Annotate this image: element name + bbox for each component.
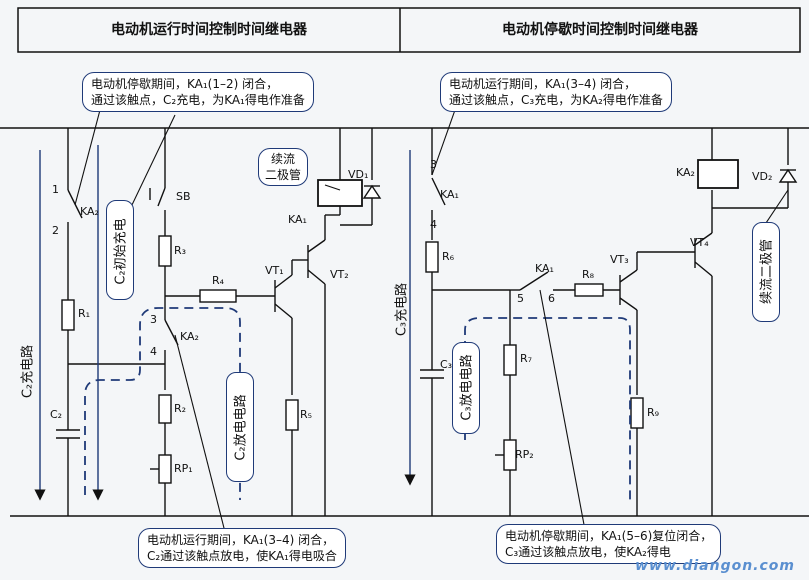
note-bottom-right-line1: 电动机停歇期间，KA₁(5–6)复位闭合，	[505, 529, 713, 543]
vt1-label: VT₁	[265, 264, 284, 277]
c3-charge-path-label: C₃充电路	[394, 282, 410, 337]
r9-resistor	[630, 397, 644, 429]
vd1-label: VD₁	[348, 168, 369, 181]
note-top-left: 电动机停歇期间，KA₁(1–2) 闭合， 通过该触点，C₂充电，为KA₁得电作准…	[82, 72, 314, 112]
note-bottom-left-line2: C₂通过该触点放电，使KA₁得电吸合	[147, 549, 337, 563]
freewheel-diode-2-label: 续流二极管	[759, 239, 775, 305]
note-top-right-line1: 电动机运行期间，KA₁(3–4) 闭合，	[449, 77, 637, 91]
c3-discharge-box	[452, 342, 480, 434]
freewheel-diode-2-box	[752, 222, 780, 322]
rp2-label: RP₂	[515, 448, 534, 461]
r4-resistor	[199, 289, 237, 303]
r3-resistor	[158, 235, 172, 267]
r1-resistor	[61, 299, 75, 331]
c2-discharge-path-label: C₂放电电路	[233, 394, 249, 461]
terminal-5: 5	[517, 292, 524, 305]
r4-label: R₄	[212, 274, 225, 287]
note-bottom-right: 电动机停歇期间，KA₁(5–6)复位闭合， C₃通过该触点放电，使KA₂得电	[496, 524, 722, 564]
c2-initial-charge-label: C₂初始充电	[113, 218, 129, 285]
ka1-coil-box	[317, 179, 363, 207]
ka2-coil-box	[697, 159, 739, 189]
c2-charge-path-label: C₂充电路	[20, 344, 36, 399]
ka2-coil-label: KA₂	[676, 166, 695, 179]
c3-label: C₃	[440, 358, 453, 371]
r7-resistor	[503, 344, 517, 376]
r5-label: R₅	[300, 408, 313, 421]
note-top-left-line1: 电动机停歇期间，KA₁(1–2) 闭合，	[91, 77, 279, 91]
terminal-3: 3	[150, 313, 157, 326]
right-header-title: 电动机停歇时间控制时间继电器	[502, 22, 698, 38]
ka2-mid-label: KA₂	[180, 330, 199, 343]
c2-label: C₂	[50, 408, 63, 421]
r8-label: R₈	[582, 268, 595, 281]
r2-label: R₂	[174, 402, 187, 415]
ka1-contact-mid-label: KA₁	[535, 262, 554, 275]
rp1-potentiometer	[158, 454, 172, 484]
vt2-label: VT₂	[330, 268, 349, 281]
note-top-right: 电动机运行期间，KA₁(3–4) 闭合， 通过该触点，C₃充电，为KA₂得电作准…	[440, 72, 672, 112]
terminal-2: 2	[52, 224, 59, 237]
note-bottom-left-line1: 电动机运行期间，KA₁(3–4) 闭合，	[147, 533, 335, 547]
r7-label: R₇	[520, 352, 533, 365]
watermark: www.diangon.com	[635, 558, 795, 574]
r1-label: R₁	[78, 307, 91, 320]
terminal-4: 4	[150, 345, 157, 358]
terminal-1: 1	[52, 183, 59, 196]
r6-resistor	[425, 241, 439, 273]
r3-label: R₃	[174, 244, 187, 257]
sb-label: SB	[176, 190, 191, 203]
c3-discharge-path-label: C₃放电电路	[459, 354, 475, 421]
c2-initial-charge-box	[106, 200, 134, 300]
vt3-label: VT₃	[610, 253, 629, 266]
note-top-right-line2: 通过该触点，C₃充电，为KA₂得电作准备	[449, 93, 663, 107]
terminal-3-right: 3	[430, 158, 437, 171]
note-bottom-left: 电动机运行期间，KA₁(3–4) 闭合， C₂通过该触点放电，使KA₁得电吸合	[138, 528, 346, 568]
ka2-left-label: KA₂	[80, 205, 99, 218]
left-header-title: 电动机运行时间控制时间继电器	[111, 22, 307, 38]
r9-label: R₉	[647, 406, 660, 419]
c2-discharge-box	[226, 372, 254, 482]
terminal-4-right: 4	[430, 218, 437, 231]
vd2-label: VD₂	[752, 170, 773, 183]
vt4-label: VT₄	[690, 236, 709, 249]
terminal-6: 6	[548, 292, 555, 305]
header-frame	[17, 7, 801, 53]
r8-resistor	[574, 283, 604, 297]
r2-resistor	[158, 394, 172, 424]
ka1-coil-label: KA₁	[288, 213, 307, 226]
r6-label: R₆	[442, 250, 455, 263]
note-freewheel-diode-1: 续流 二极管	[258, 148, 309, 186]
r5-resistor	[285, 399, 299, 431]
rp1-label: RP₁	[174, 462, 193, 475]
note-bottom-right-line2: C₃通过该触点放电，使KA₂得电	[505, 545, 671, 559]
ka1-contact-top-label: KA₁	[440, 188, 459, 201]
note-top-left-line2: 通过该触点，C₂充电，为KA₁得电作准备	[91, 93, 305, 107]
